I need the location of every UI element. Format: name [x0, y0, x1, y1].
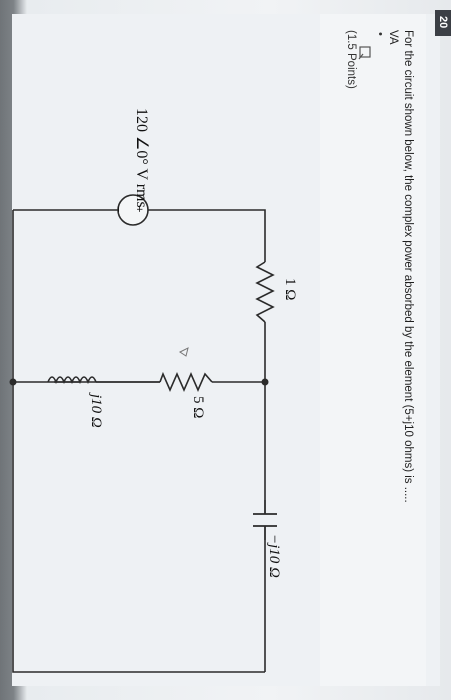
inductor — [47, 376, 97, 385]
left-wire — [12, 210, 265, 673]
voltage-source — [117, 194, 149, 226]
resistor-1ohm — [255, 261, 275, 323]
attachment-icon[interactable] — [355, 46, 371, 60]
top-wire-right — [148, 209, 266, 262]
inductor-label: j10 Ω — [88, 394, 104, 428]
r1-label: 1 Ω — [282, 278, 298, 301]
junction-left — [9, 378, 17, 386]
question-header — [320, 14, 426, 686]
capacitor — [253, 500, 277, 540]
capacitor-label: −j10 Ω — [266, 534, 282, 578]
question-number-badge: 20 — [435, 10, 451, 36]
source-plus: + — [133, 206, 145, 213]
junction-right — [261, 378, 269, 386]
r5-label: 5 Ω — [190, 396, 206, 419]
cursor-icon — [179, 347, 189, 357]
source-minus: − — [112, 206, 124, 213]
resistor-5ohm — [159, 371, 213, 392]
source-label: 120 ∠0° V rms — [133, 108, 150, 208]
